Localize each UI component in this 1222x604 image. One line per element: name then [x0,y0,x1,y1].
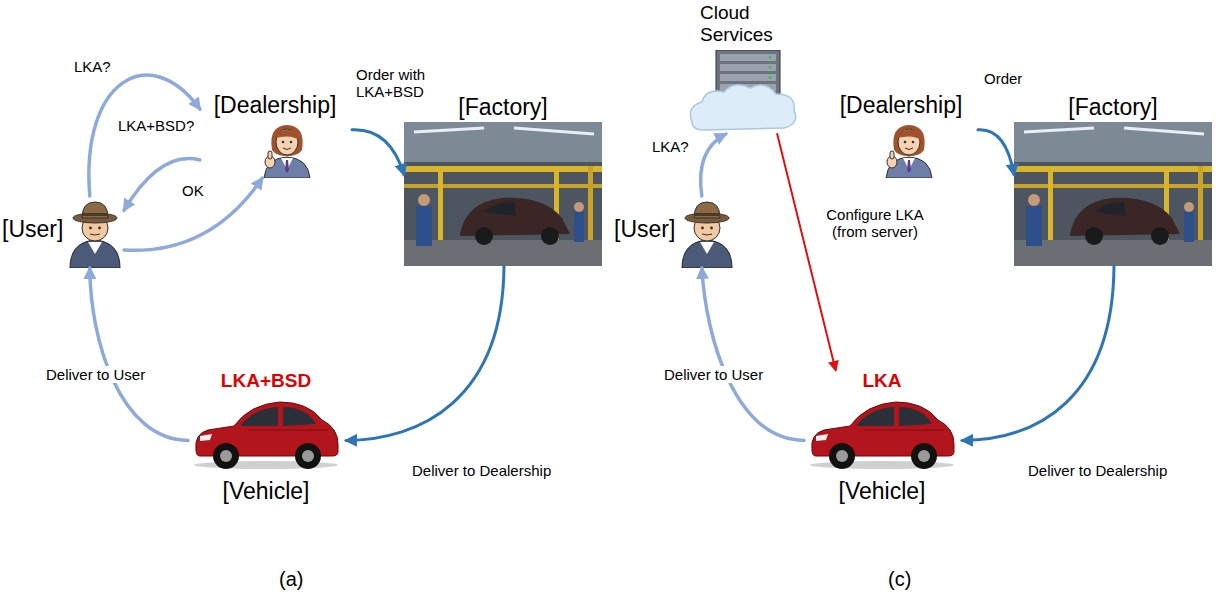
flow-arrow [124,159,200,211]
actor-node: [User] [614,196,736,268]
flow-arrow [962,266,1114,440]
flow-arrow [90,268,188,440]
edge-label: Deliver to User [44,366,147,383]
flow-arrow [702,268,804,440]
edge-label: Deliver to Dealership [410,462,553,479]
node-label: [Factory] [1014,94,1212,120]
user-icon [70,202,120,268]
edge-label: Deliver to Dealership [1026,462,1169,479]
edge-label: LKA? [650,138,691,155]
panel-label: (a) [279,568,303,591]
flow-arrow [701,134,726,196]
actor-node: [Dealership] [826,92,978,178]
node-label: [Factory] [404,94,602,120]
edge-label: Order with LKA+BSD [354,66,438,101]
actor-node: [User] [2,196,124,268]
dealer-icon [886,125,932,178]
user-icon [682,202,732,268]
node-label: [User] [2,216,63,242]
edge-label: OK [180,182,206,199]
actor-node: [Dealership] [200,92,352,178]
factory-photo [404,122,602,266]
node-label: Cloud Services [700,2,786,46]
node-label: [Dealership] [200,92,350,118]
cloud-server-icon [690,50,795,130]
flow-arrow [978,130,1014,175]
feature-label: LKA+BSD [188,370,344,392]
actor-node: Cloud Services [686,2,800,134]
actor-node: LKA+BSD [Vehicle] [188,370,346,508]
flow-arrow [777,134,835,370]
edge-label: LKA? [72,58,113,75]
flow-arrow [124,178,262,250]
node-label: [Vehicle] [188,478,344,504]
actor-node: [Factory] [1014,94,1214,266]
car-icon [194,402,338,469]
node-label: [Dealership] [826,92,976,118]
dealer-icon [264,125,310,178]
edge-label: Order [982,70,1024,87]
node-label: [Vehicle] [804,478,960,504]
car-icon [810,402,954,469]
edge-label: LKA+BSD? [116,117,196,134]
flow-arrow [346,266,504,440]
panel-label: (c) [888,568,911,591]
edge-label: Deliver to User [662,366,765,383]
edge-label: Configure LKA (from server) [814,206,936,241]
actor-node: LKA [Vehicle] [804,370,962,508]
actor-node: [Factory] [404,94,604,266]
factory-photo [1014,122,1212,266]
flow-arrow [352,130,404,175]
feature-label: LKA [804,370,960,392]
flow-arrow [89,75,200,196]
node-label: [User] [614,216,675,242]
